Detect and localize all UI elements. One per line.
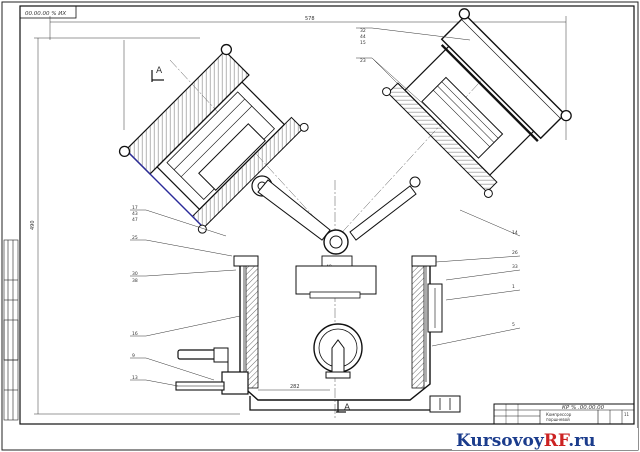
section-mark-bottom: А <box>344 403 351 413</box>
leaders-right <box>356 27 521 347</box>
right-cylinder <box>382 8 572 198</box>
section-mark-top: А <box>156 66 163 76</box>
oil-sump <box>249 395 461 413</box>
callout-top-3: 15 <box>360 40 366 46</box>
callout-l-16: 16 <box>132 331 138 337</box>
callout-l-38: 38 <box>132 278 138 284</box>
inner-frame <box>19 5 635 425</box>
left-connecting-rod <box>257 179 331 241</box>
callout-l-30: 30 <box>132 271 138 277</box>
left-cylinder <box>118 43 309 234</box>
watermark-part2: RF <box>544 431 570 451</box>
watermark-backdrop <box>452 428 638 450</box>
section-mark-top-group <box>151 70 164 82</box>
callout-l-17: 17 <box>132 205 138 211</box>
callout-l-13: 13 <box>132 375 138 381</box>
code-stamp: 00.00.00 % ИХ <box>19 5 77 19</box>
callout-l-25: 25 <box>132 235 138 241</box>
callout-l-9: 9 <box>132 353 135 359</box>
title-block-sheet: 11 <box>624 412 630 417</box>
right-head-bolt-2 <box>560 110 572 122</box>
right-piston-pin <box>409 176 421 188</box>
callout-r1: 1 <box>512 284 515 290</box>
left-margin-strips <box>3 239 19 421</box>
callout-r5: 5 <box>512 322 515 328</box>
callout-second: 23 <box>360 58 366 64</box>
left-head-bolt-1 <box>118 145 131 158</box>
overall-dimensions <box>34 16 567 415</box>
title-block-name-2: поршневой <box>546 417 570 422</box>
overall-height-dim: 490 <box>30 220 36 230</box>
leaders-left <box>130 209 241 387</box>
title-block-name-1: Компрессор <box>546 412 572 417</box>
right-head-bolt-1 <box>458 8 470 20</box>
title-block <box>493 403 635 425</box>
title-block-code: КР % .00.00.00 <box>562 405 605 411</box>
callout-top-2: 44 <box>360 34 366 40</box>
code-stamp-text: 00.00.00 % ИХ <box>25 11 66 17</box>
crank-mechanism <box>251 175 417 271</box>
oil-level-window <box>427 283 443 333</box>
left-piston <box>198 123 266 191</box>
right-connecting-rod <box>349 185 417 241</box>
watermark-part3: .ru <box>568 431 595 451</box>
callout-l-47: 47 <box>132 217 138 223</box>
crankcase <box>233 255 437 401</box>
callout-top-1: 32 <box>360 28 366 34</box>
watermark-part1: Kursovoy <box>456 431 545 451</box>
overall-width-dim: 578 <box>305 16 315 22</box>
watermark: KursovoyRF.ru <box>456 431 595 451</box>
base-dim: 282 <box>290 384 300 390</box>
left-head-bolt-2 <box>220 43 233 56</box>
callout-r26: 26 <box>512 250 518 256</box>
flywheel <box>313 323 363 379</box>
right-piston <box>421 76 504 159</box>
callout-r-mid: 14 <box>512 230 518 236</box>
callout-l-43: 43 <box>132 211 138 217</box>
drain-valve <box>175 347 249 395</box>
callout-r33: 33 <box>512 264 518 270</box>
